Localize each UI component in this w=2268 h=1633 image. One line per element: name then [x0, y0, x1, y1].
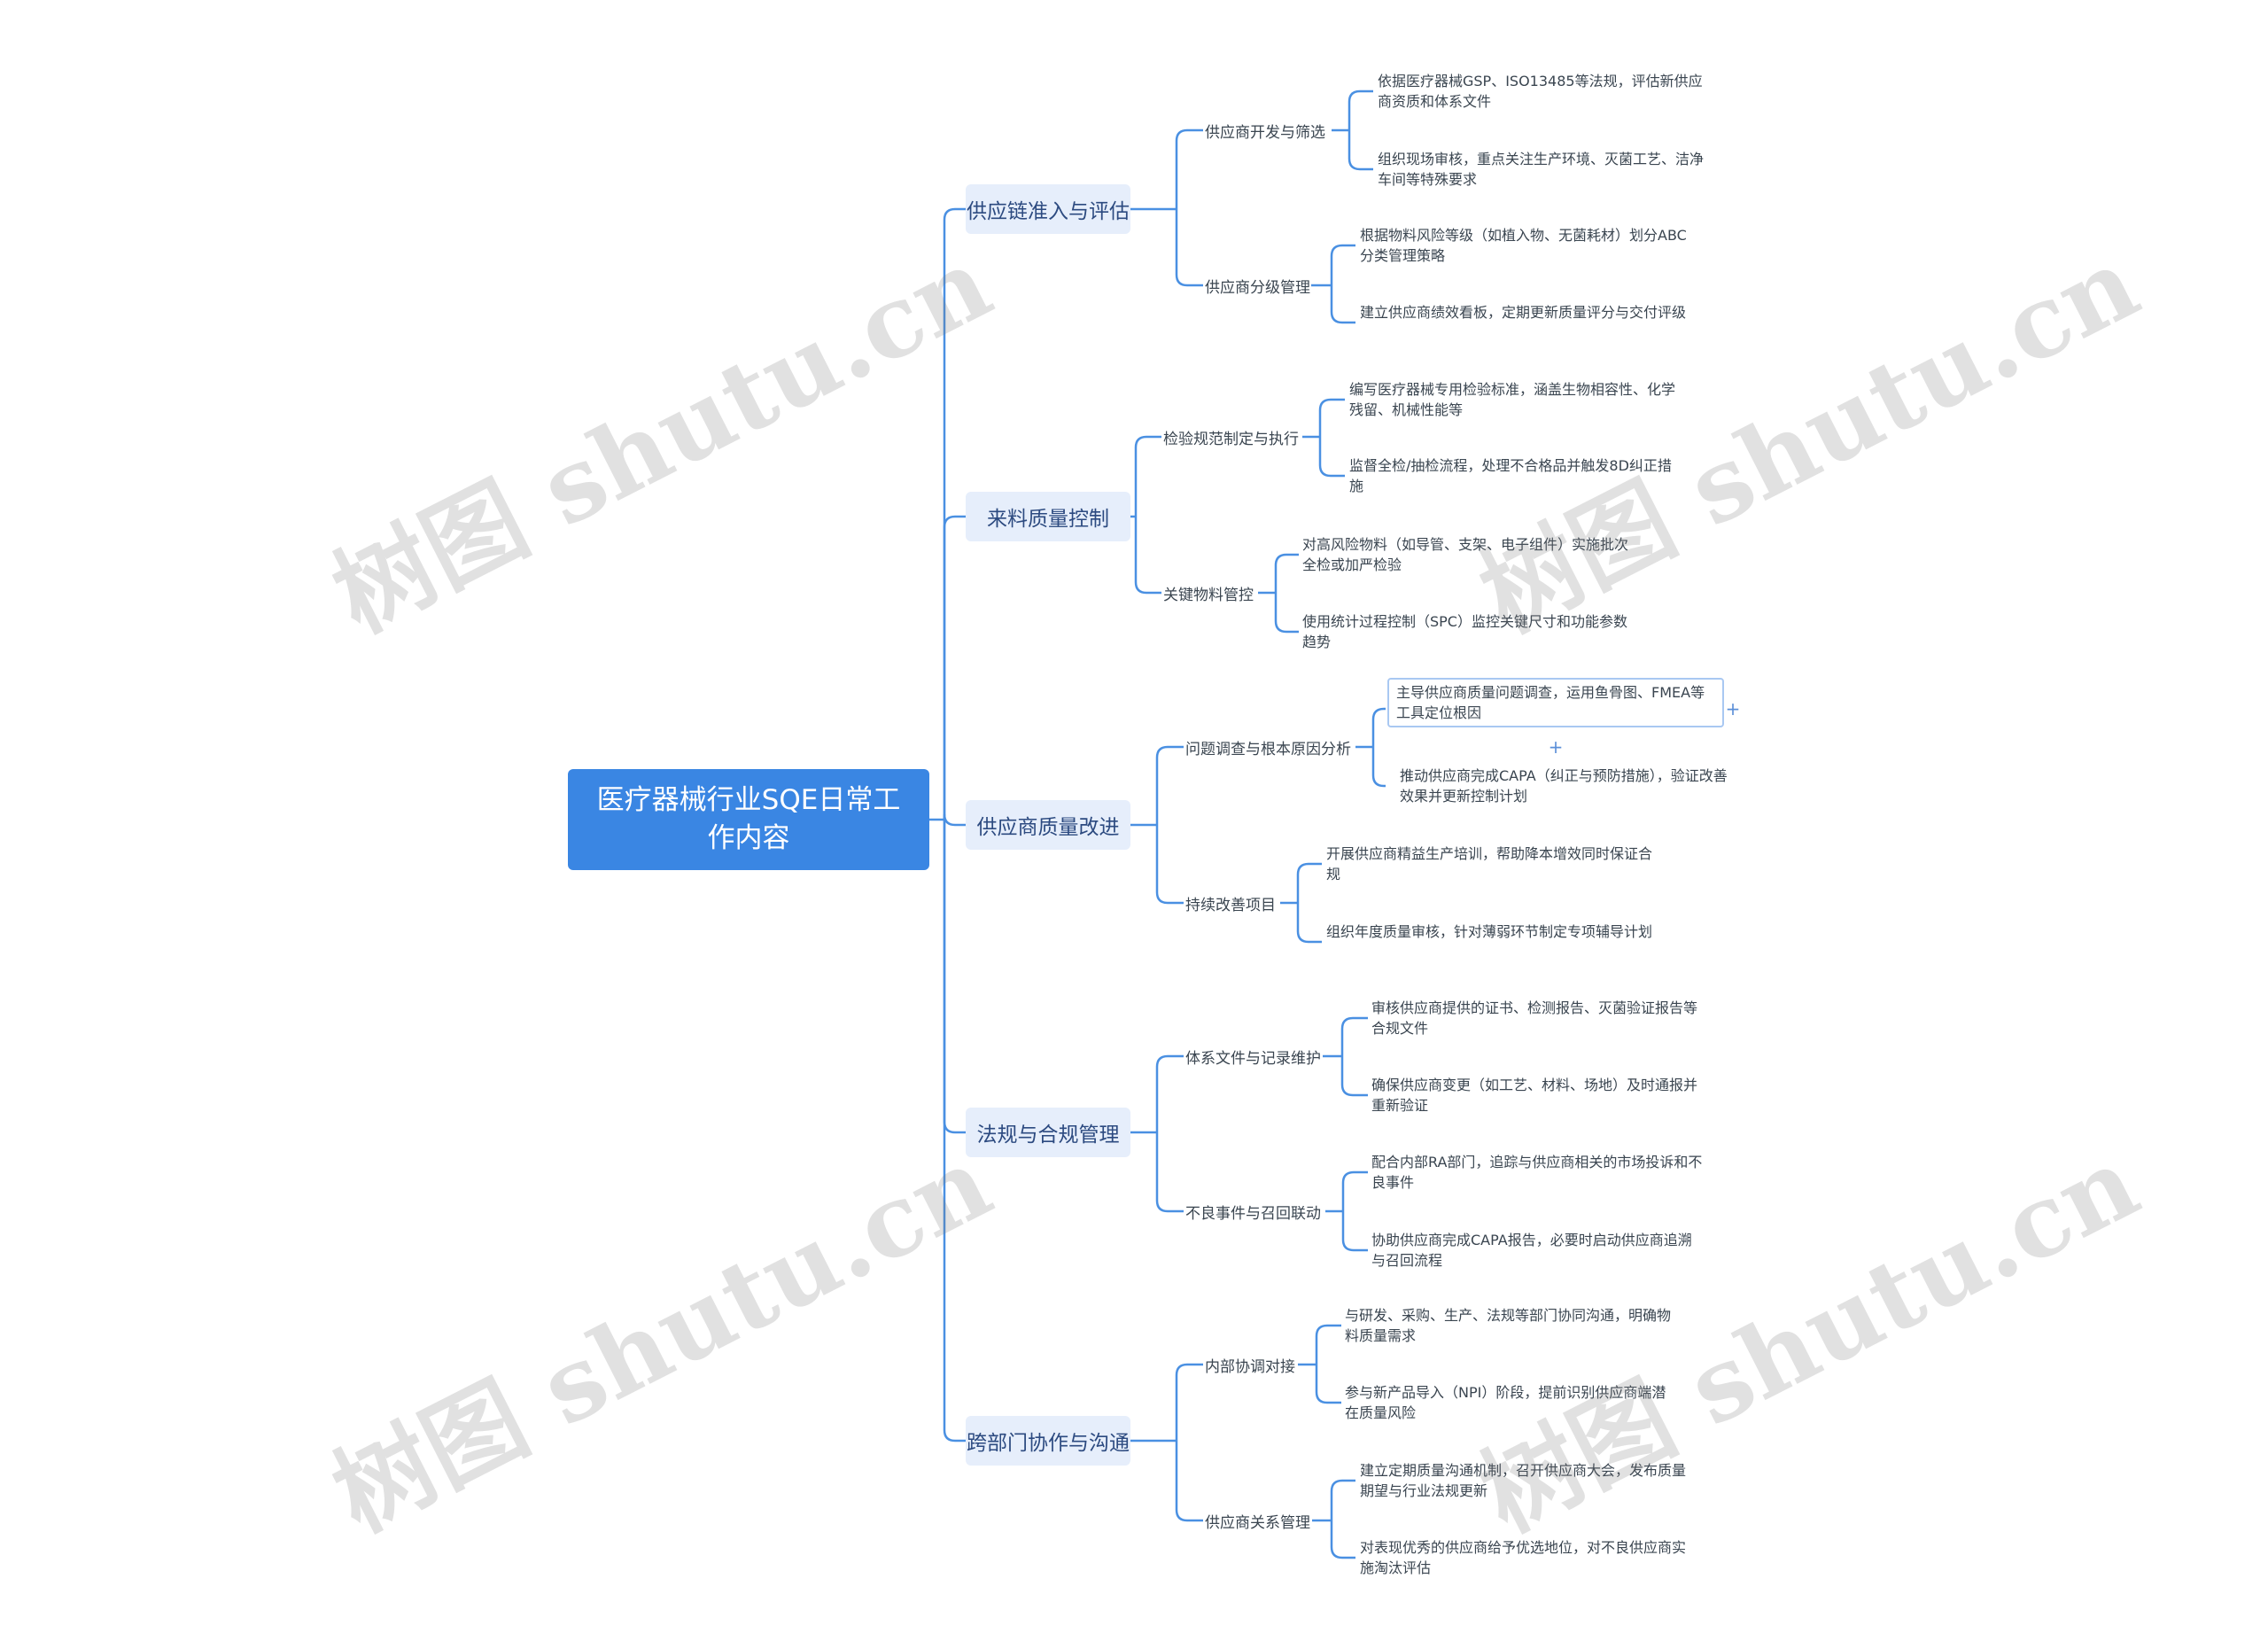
branch-label: 跨部门协作与沟通: [967, 1432, 1130, 1455]
leaf-topic[interactable]: 审核供应商提供的证书、检测报告、灭菌验证报告等合规文件: [1371, 998, 1704, 1038]
leaf-connector: [1302, 398, 1345, 478]
leaf-topic[interactable]: 根据物料风险等级（如植入物、无菌耗材）划分ABC分类管理策略: [1360, 225, 1692, 266]
branch-connector: [1130, 128, 1203, 287]
leaf-text: 推动供应商完成CAPA（纠正与预防措施），验证改善效果并更新控制计划: [1400, 767, 1728, 805]
leaf-topic[interactable]: 对表现优秀的供应商给予优选地位，对不良供应商实施淘汰评估: [1360, 1537, 1692, 1578]
leaf-text: 审核供应商提供的证书、检测报告、灭菌验证报告等合规文件: [1371, 999, 1698, 1037]
leaf-text: 与研发、采购、生产、法规等部门协同沟通，明确物料质量需求: [1345, 1307, 1672, 1344]
subtopic-label: 问题调查与根本原因分析: [1185, 740, 1351, 758]
leaf-text: 组织现场审核，重点关注生产环境、灭菌工艺、洁净车间等特殊要求: [1378, 151, 1705, 188]
subtopic-label: 检验规范制定与执行: [1163, 430, 1299, 448]
leaf-connector: [1332, 89, 1373, 171]
leaf-connector: [1312, 1479, 1355, 1559]
subtopic-root-cause-analysis[interactable]: 问题调查与根本原因分析: [1185, 734, 1351, 760]
leaf-connector: [1311, 244, 1355, 324]
leaf-text: 建立供应商绩效看板，定期更新质量评分与交付评级: [1360, 304, 1687, 321]
leaf-topic[interactable]: 依据医疗器械GSP、ISO13485等法规，评估新供应商资质和体系文件: [1378, 71, 1710, 112]
subtopic-supplier-grading[interactable]: 供应商分级管理: [1205, 272, 1310, 299]
branch-connector: [1130, 1363, 1203, 1522]
subtopic-label: 不良事件与召回联动: [1185, 1204, 1321, 1223]
add-sibling-icon[interactable]: +: [1725, 698, 1741, 719]
leaf-connector: [1298, 1324, 1341, 1404]
leaf-connector: [1355, 707, 1386, 788]
leaf-topic[interactable]: 开展供应商精益生产培训，帮助降本增效同时保证合规: [1326, 844, 1658, 884]
leaf-connector: [1325, 1170, 1368, 1252]
leaf-topic[interactable]: 对高风险物料（如导管、支架、电子组件）实施批次全检或加严检验: [1302, 534, 1635, 575]
subtopic-label: 供应商关系管理: [1205, 1513, 1310, 1532]
leaf-text: 主导供应商质量问题调查，运用鱼骨图、FMEA等工具定位根因: [1396, 684, 1705, 721]
subtopic-internal-coordination[interactable]: 内部协调对接: [1205, 1351, 1295, 1378]
subtopic-inspection-spec[interactable]: 检验规范制定与执行: [1163, 424, 1299, 450]
leaf-topic[interactable]: 使用统计过程控制（SPC）监控关键尺寸和功能参数趋势: [1302, 611, 1635, 652]
root-connector: [929, 207, 966, 1442]
leaf-topic[interactable]: 建立定期质量沟通机制，召开供应商大会，发布质量期望与行业法规更新: [1360, 1460, 1692, 1501]
subtopic-label: 内部协调对接: [1205, 1357, 1295, 1376]
branch-label: 法规与合规管理: [976, 1124, 1120, 1147]
leaf-topic[interactable]: 编写医疗器械专用检验标准，涵盖生物相容性、化学残留、机械性能等: [1349, 379, 1682, 420]
root-node[interactable]: 医疗器械行业SQE日常工作内容: [568, 769, 929, 870]
leaf-topic[interactable]: 建立供应商绩效看板，定期更新质量评分与交付评级: [1360, 302, 1692, 323]
branch-label: 供应商质量改进: [976, 816, 1120, 839]
leaf-connector: [1258, 553, 1299, 634]
branch-incoming-quality-control[interactable]: 来料质量控制: [966, 492, 1130, 541]
root-title: 医疗器械行业SQE日常工作内容: [596, 784, 901, 854]
subtopic-supplier-relationship[interactable]: 供应商关系管理: [1205, 1507, 1310, 1534]
subtopic-label: 供应商开发与筛选: [1205, 123, 1325, 142]
subtopic-document-maintenance[interactable]: 体系文件与记录维护: [1185, 1043, 1321, 1069]
leaf-text: 对表现优秀的供应商给予优选地位，对不良供应商实施淘汰评估: [1360, 1539, 1687, 1576]
subtopic-supplier-development[interactable]: 供应商开发与筛选: [1205, 117, 1325, 144]
subtopic-label: 关键物料管控: [1163, 586, 1254, 604]
leaf-text: 协助供应商完成CAPA报告，必要时启动供应商追溯与召回流程: [1371, 1232, 1692, 1269]
subtopic-label: 持续改善项目: [1185, 896, 1276, 914]
leaf-text: 确保供应商变更（如工艺、材料、场地）及时通报并重新验证: [1371, 1077, 1698, 1114]
branch-label: 供应链准入与评估: [967, 200, 1130, 223]
subtopic-label: 供应商分级管理: [1205, 278, 1310, 297]
leaf-text: 组织年度质量审核，针对薄弱环节制定专项辅导计划: [1326, 923, 1653, 940]
leaf-text: 依据医疗器械GSP、ISO13485等法规，评估新供应商资质和体系文件: [1378, 73, 1703, 110]
leaf-topic[interactable]: 推动供应商完成CAPA（纠正与预防措施），验证改善效果并更新控制计划: [1400, 766, 1732, 806]
leaf-topic[interactable]: 组织年度质量审核，针对薄弱环节制定专项辅导计划: [1326, 921, 1658, 942]
branch-connector: [1130, 1054, 1184, 1213]
subtopic-key-material-control[interactable]: 关键物料管控: [1163, 579, 1254, 606]
leaf-connector: [1323, 1016, 1368, 1097]
branch-cross-department-collaboration[interactable]: 跨部门协作与沟通: [966, 1416, 1130, 1466]
leaf-text: 使用统计过程控制（SPC）监控关键尺寸和功能参数趋势: [1302, 613, 1627, 650]
leaf-text: 对高风险物料（如导管、支架、电子组件）实施批次全检或加严检验: [1302, 536, 1629, 573]
branch-supply-chain-admission[interactable]: 供应链准入与评估: [966, 184, 1130, 234]
leaf-topic[interactable]: 协助供应商完成CAPA报告，必要时启动供应商追溯与召回流程: [1371, 1230, 1704, 1271]
branch-regulatory-compliance[interactable]: 法规与合规管理: [966, 1108, 1130, 1157]
leaf-connector: [1280, 862, 1322, 944]
leaf-text: 建立定期质量沟通机制，召开供应商大会，发布质量期望与行业法规更新: [1360, 1462, 1687, 1499]
subtopic-label: 体系文件与记录维护: [1185, 1049, 1321, 1068]
leaf-topic[interactable]: 与研发、采购、生产、法规等部门协同沟通，明确物料质量需求: [1345, 1305, 1677, 1346]
branch-connector: [1130, 745, 1184, 905]
leaf-text: 监督全检/抽检流程，处理不合格品并触发8D纠正措施: [1349, 457, 1672, 494]
subtopic-continuous-improvement[interactable]: 持续改善项目: [1185, 890, 1276, 916]
leaf-topic[interactable]: 配合内部RA部门，追踪与供应商相关的市场投诉和不良事件: [1371, 1152, 1704, 1193]
leaf-text: 编写医疗器械专用检验标准，涵盖生物相容性、化学残留、机械性能等: [1349, 381, 1676, 418]
branch-connector: [1130, 435, 1161, 595]
leaf-text: 参与新产品导入（NPI）阶段，提前识别供应商端潜在质量风险: [1345, 1384, 1666, 1421]
subtopic-adverse-event-recall[interactable]: 不良事件与召回联动: [1185, 1198, 1321, 1225]
leaf-topic[interactable]: 确保供应商变更（如工艺、材料、场地）及时通报并重新验证: [1371, 1075, 1704, 1116]
leaf-topic-selected[interactable]: 主导供应商质量问题调查，运用鱼骨图、FMEA等工具定位根因: [1387, 678, 1724, 727]
branch-label: 来料质量控制: [987, 508, 1109, 531]
leaf-text: 配合内部RA部门，追踪与供应商相关的市场投诉和不良事件: [1371, 1154, 1703, 1191]
branch-supplier-quality-improvement[interactable]: 供应商质量改进: [966, 800, 1130, 850]
leaf-text: 根据物料风险等级（如植入物、无菌耗材）划分ABC分类管理策略: [1360, 227, 1687, 264]
leaf-topic[interactable]: 参与新产品导入（NPI）阶段，提前识别供应商端潜在质量风险: [1345, 1382, 1677, 1423]
leaf-topic[interactable]: 组织现场审核，重点关注生产环境、灭菌工艺、洁净车间等特殊要求: [1378, 149, 1710, 190]
leaf-topic[interactable]: 监督全检/抽检流程，处理不合格品并触发8D纠正措施: [1349, 455, 1682, 496]
add-child-icon[interactable]: +: [1548, 736, 1564, 758]
leaf-text: 开展供应商精益生产培训，帮助降本增效同时保证合规: [1326, 845, 1653, 883]
